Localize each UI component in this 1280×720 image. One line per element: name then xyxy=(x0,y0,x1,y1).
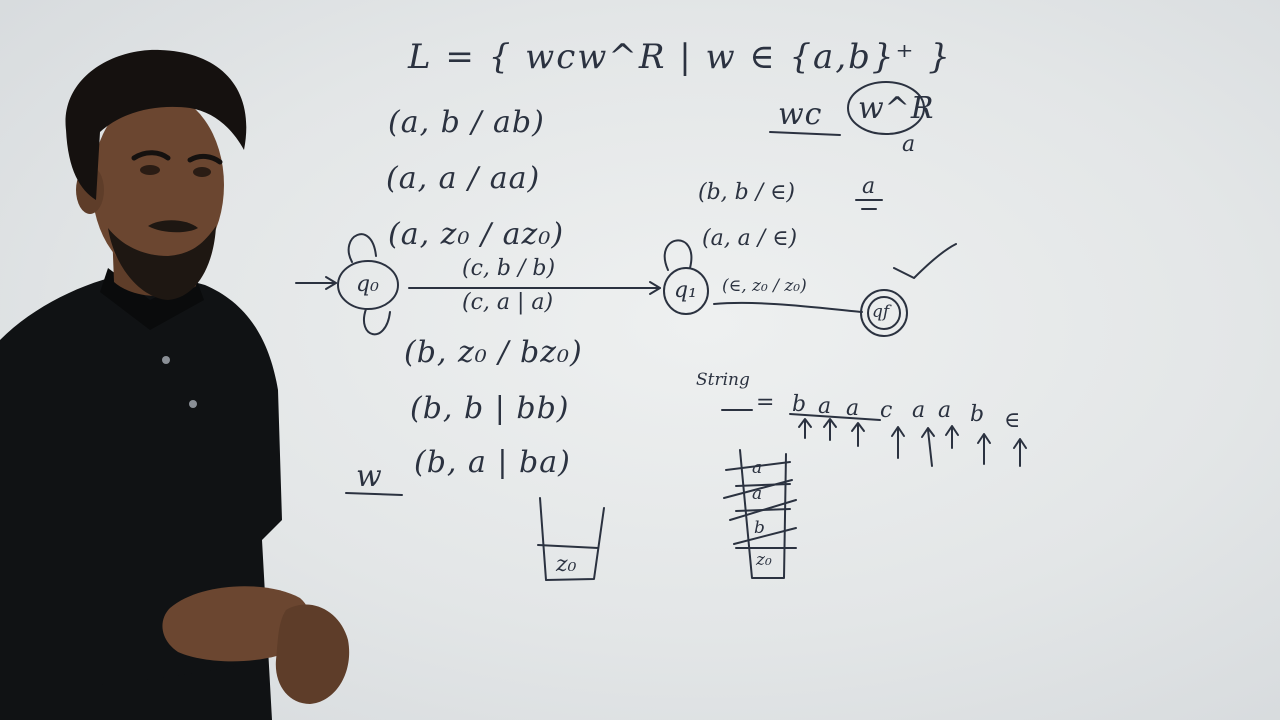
string-symbol-1: a xyxy=(818,394,832,419)
state-q0-circle xyxy=(337,260,399,310)
language-definition: L = { wcw^R | w ∈ {a,b}⁺ } xyxy=(408,37,952,77)
split-note: a xyxy=(902,132,916,157)
strike-3 xyxy=(729,499,797,521)
presenter-hand-left xyxy=(162,586,312,662)
state-q1-circle xyxy=(663,267,709,315)
presenter-hand-right xyxy=(275,604,350,704)
stack-left-item-0: z₀ xyxy=(556,552,577,577)
strike-2 xyxy=(723,479,793,499)
state-qf-inner xyxy=(867,296,901,330)
string-pointer-arrows xyxy=(798,418,1027,467)
string-symbol-4: a xyxy=(912,398,926,423)
stack-left-divider xyxy=(537,544,599,549)
stack-right-divider-1 xyxy=(735,483,791,487)
q0-transition-5: (b, b | bb) xyxy=(410,391,570,426)
string-symbols-underline xyxy=(789,413,881,421)
string-symbol-6: b xyxy=(970,402,985,427)
q0-q1-label-2: (c, a | a) xyxy=(462,290,554,315)
q1-side-note: a xyxy=(862,174,876,199)
q0-transition-3: (a, z₀ / az₀) xyxy=(388,217,565,252)
split-wR: w^R xyxy=(858,91,935,126)
q0-transition-1: (a, b / ab) xyxy=(388,105,545,140)
q1-qf-label: (∈, z₀ / z₀) xyxy=(722,276,807,296)
q0-q1-label-1: (c, b / b) xyxy=(462,256,556,281)
q0-transition-4: (b, z₀ / bz₀) xyxy=(404,335,583,370)
presenter-eye-right xyxy=(193,167,211,177)
presenter-head xyxy=(92,93,224,277)
w-label: w xyxy=(356,459,383,494)
q1-transition-1: (b, b / ∈) xyxy=(698,180,796,205)
stack-right-item-1: a xyxy=(752,484,763,504)
stack-right-item-2: b xyxy=(754,518,765,538)
presenter-hair xyxy=(65,49,247,201)
split-wc: wc xyxy=(778,97,823,132)
stack-right-item-0: a xyxy=(752,458,763,478)
transition-q1-qf xyxy=(713,301,863,313)
string-equals: = xyxy=(756,390,775,415)
q0-self-loop-top xyxy=(347,233,377,263)
state-qf-label: qf xyxy=(872,302,890,322)
string-symbol-3: c xyxy=(880,398,893,423)
string-label: String xyxy=(696,370,750,390)
stack-right-outline xyxy=(739,449,787,579)
w-underline xyxy=(345,492,403,496)
shirt-button-1 xyxy=(162,356,170,364)
strike-1 xyxy=(725,461,791,471)
transition-q0-q1-head xyxy=(649,281,661,295)
state-q1-label: q₁ xyxy=(674,278,697,303)
presenter-moustache xyxy=(148,220,198,233)
q0-transition-2: (a, a / aa) xyxy=(386,161,541,196)
string-symbol-2: a xyxy=(846,396,860,421)
presenter-eye-left xyxy=(140,165,160,175)
strike-4 xyxy=(733,527,797,545)
q1-transition-2: (a, a / ∈) xyxy=(702,226,798,251)
wc-underline xyxy=(769,131,841,136)
check-mark xyxy=(893,243,957,279)
presenter-brow-left xyxy=(131,150,171,161)
state-qf-outer xyxy=(860,289,908,337)
state-q0-label: q₀ xyxy=(356,272,379,297)
presenter-beard xyxy=(108,226,216,300)
presenter-brow-right xyxy=(187,153,223,165)
q0-self-loop-bottom xyxy=(363,308,391,336)
string-symbol-7: ∈ xyxy=(1004,408,1021,433)
q0-transition-6: (b, a | ba) xyxy=(414,445,571,480)
string-symbol-0: b xyxy=(792,392,807,417)
shirt-button-2 xyxy=(189,400,197,408)
string-symbol-5: a xyxy=(938,398,952,423)
start-arrow-head xyxy=(325,276,337,290)
stack-left-outline xyxy=(539,497,605,581)
stack-right-item-3: z₀ xyxy=(756,550,772,570)
wR-circle xyxy=(847,81,925,135)
q1-self-loop xyxy=(663,239,693,271)
